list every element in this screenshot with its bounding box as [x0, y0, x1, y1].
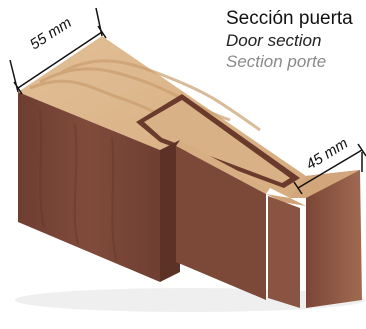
dimension-45mm [293, 143, 366, 195]
title-french: Section porte [226, 52, 327, 71]
side-face [306, 170, 362, 308]
wood-grain-front [39, 109, 117, 261]
groove-inner [144, 100, 290, 183]
dimension-45mm-label: 45 mm [303, 135, 351, 174]
strip-front [268, 196, 300, 308]
front-step [160, 140, 180, 282]
title-spanish: Sección puerta [226, 8, 353, 29]
dimension-55mm [9, 7, 107, 95]
middle-block-front [176, 146, 266, 300]
middle-block-top [176, 140, 270, 194]
title-english: Door section [226, 31, 322, 50]
dimension-55mm-label: 55 mm [27, 14, 75, 53]
side-top-edge [290, 170, 360, 198]
front-face [18, 92, 160, 282]
strip-top [266, 194, 306, 206]
